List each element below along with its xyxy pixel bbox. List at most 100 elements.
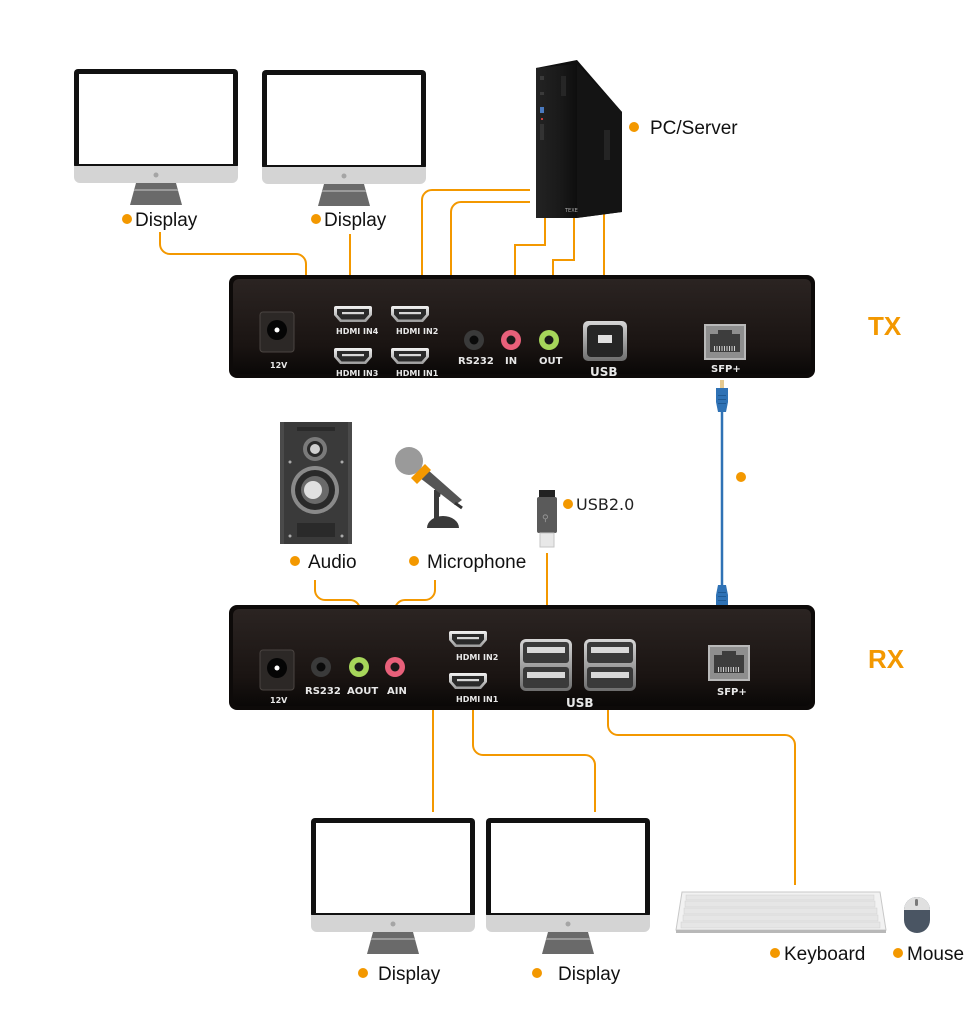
power-jack-icon xyxy=(259,649,295,691)
tx-usb: USB xyxy=(583,321,627,379)
keyboard: Keyboard xyxy=(675,891,887,965)
rx-display-2: Display xyxy=(486,818,650,985)
tx-sfp: SFP+ xyxy=(704,324,746,375)
tx-hdmi-in4-label: HDMI IN4 xyxy=(336,327,379,336)
rx-sfp-label: SFP+ xyxy=(717,687,747,698)
rx-display-1: Display xyxy=(311,818,475,985)
hdmi-port-icon xyxy=(334,306,372,322)
rx-ain: AIN xyxy=(385,657,407,697)
rx-power-label: 12V xyxy=(270,696,288,705)
tx-audio-out: OUT xyxy=(539,330,563,367)
wire-hdmi-in1-display xyxy=(472,710,596,812)
cable-bullet-icon xyxy=(736,472,746,482)
audio-speaker: Audio xyxy=(280,422,357,573)
power-jack-icon xyxy=(259,311,295,353)
tx-hdmi-in1: HDMI IN1 xyxy=(391,348,439,378)
sfp-port-icon xyxy=(704,324,746,360)
rx-ain-label: AIN xyxy=(387,686,407,697)
bullet-icon xyxy=(629,122,639,132)
tx-hdmi-in2: HDMI IN2 xyxy=(391,306,438,336)
tx-sfp-label: SFP+ xyxy=(711,364,741,375)
tx-power-port: 12V xyxy=(259,311,295,370)
bullet-icon xyxy=(409,556,419,566)
wire-pc-hdmi-in2 xyxy=(421,189,530,306)
usb-a-port-icon xyxy=(520,639,572,691)
tx-hdmi-in4: HDMI IN4 xyxy=(334,306,379,336)
audio-label: Audio xyxy=(308,552,357,573)
tx-hdmi-in2-label: HDMI IN2 xyxy=(396,327,438,336)
tx-audio-in-label: IN xyxy=(505,356,517,367)
tx-device: 12V HDMI IN4 HDMI IN2 HDMI IN3 HDMI IN1 … xyxy=(229,275,815,379)
rx-tag: RX xyxy=(868,644,905,674)
usb2-label: USB2.0 xyxy=(576,495,634,514)
rx-sfp: SFP+ xyxy=(708,645,750,698)
speaker-icon xyxy=(280,422,352,544)
tx-display-2: Display xyxy=(262,70,426,231)
svg-text:TEXE: TEXE xyxy=(564,208,578,214)
tx-display-1-label: Display xyxy=(135,210,198,231)
hdmi-port-icon xyxy=(391,348,429,364)
rx-hdmi-in2-label: HDMI IN2 xyxy=(456,653,498,662)
tx-usb-label: USB xyxy=(590,365,618,379)
tx-rs232: RS232 xyxy=(458,330,494,367)
wire-usb-keyboard xyxy=(607,700,796,885)
keyboard-icon xyxy=(675,891,887,933)
bullet-icon xyxy=(563,499,573,509)
hdmi-port-icon xyxy=(449,631,487,647)
bullet-icon xyxy=(358,968,368,978)
rx-rs232: RS232 xyxy=(305,657,341,697)
monitor-icon xyxy=(486,818,650,954)
rx-hdmi-in1-label: HDMI IN1 xyxy=(456,695,499,704)
rx-hdmi-in2: HDMI IN2 xyxy=(449,631,498,662)
pc-tower-icon: TEXE xyxy=(536,60,622,218)
usb2-dongle: ⚲ USB2.0 xyxy=(537,490,634,548)
tx-display-1: Display xyxy=(74,69,238,231)
microphone-label: Microphone xyxy=(427,552,526,573)
microphone-icon xyxy=(395,447,463,528)
microphone: Microphone xyxy=(395,447,526,573)
tx-hdmi-in3: HDMI IN3 xyxy=(334,348,378,378)
tx-power-label: 12V xyxy=(270,361,288,370)
tx-rs232-label: RS232 xyxy=(458,356,494,367)
monitor-icon xyxy=(262,70,426,206)
rx-power-port: 12V xyxy=(259,649,295,705)
tx-hdmi-in1-label: HDMI IN1 xyxy=(396,369,439,378)
tx-tag: TX xyxy=(868,311,902,341)
mouse-label: Mouse xyxy=(907,944,964,965)
bullet-icon xyxy=(311,214,321,224)
pc-server-label: PC/Server xyxy=(650,118,738,139)
bullet-icon xyxy=(770,948,780,958)
bullet-icon xyxy=(893,948,903,958)
hdmi-port-icon xyxy=(449,673,487,689)
bullet-icon xyxy=(290,556,300,566)
usb-stick-icon: ⚲ xyxy=(537,490,557,548)
rx-rs232-label: RS232 xyxy=(305,686,341,697)
bullet-icon xyxy=(532,968,542,978)
hdmi-port-icon xyxy=(334,348,372,364)
rx-hdmi-in1: HDMI IN1 xyxy=(449,673,499,704)
sfp-port-icon xyxy=(708,645,750,681)
rj45-plug-bottom xyxy=(716,585,728,610)
tx-display-2-label: Display xyxy=(324,210,387,231)
bullet-icon xyxy=(122,214,132,224)
rs232-port-icon xyxy=(311,657,331,677)
usb-a-port-icon xyxy=(584,639,636,691)
pc-server: TEXE PC/Server xyxy=(536,60,738,218)
rx-display-1-label: Display xyxy=(378,964,441,985)
rx-aout-label: AOUT xyxy=(347,686,378,697)
rx-display-2-label: Display xyxy=(558,964,621,985)
monitor-icon xyxy=(74,69,238,205)
rx-device: 12V RS232 AOUT AIN HDMI IN2 HDMI IN1 USB xyxy=(229,605,815,710)
mouse-icon xyxy=(904,897,930,933)
rx-usb-label: USB xyxy=(566,696,594,710)
mouse: Mouse xyxy=(893,897,964,965)
rx-usb: USB xyxy=(520,639,636,710)
hdmi-port-icon xyxy=(391,306,429,322)
svg-text:⚲: ⚲ xyxy=(542,514,549,524)
rs232-port-icon xyxy=(464,330,484,350)
monitor-icon xyxy=(311,818,475,954)
tx-audio-in: IN xyxy=(501,330,521,367)
tx-hdmi-in3-label: HDMI IN3 xyxy=(336,369,378,378)
network-cable xyxy=(716,380,746,620)
